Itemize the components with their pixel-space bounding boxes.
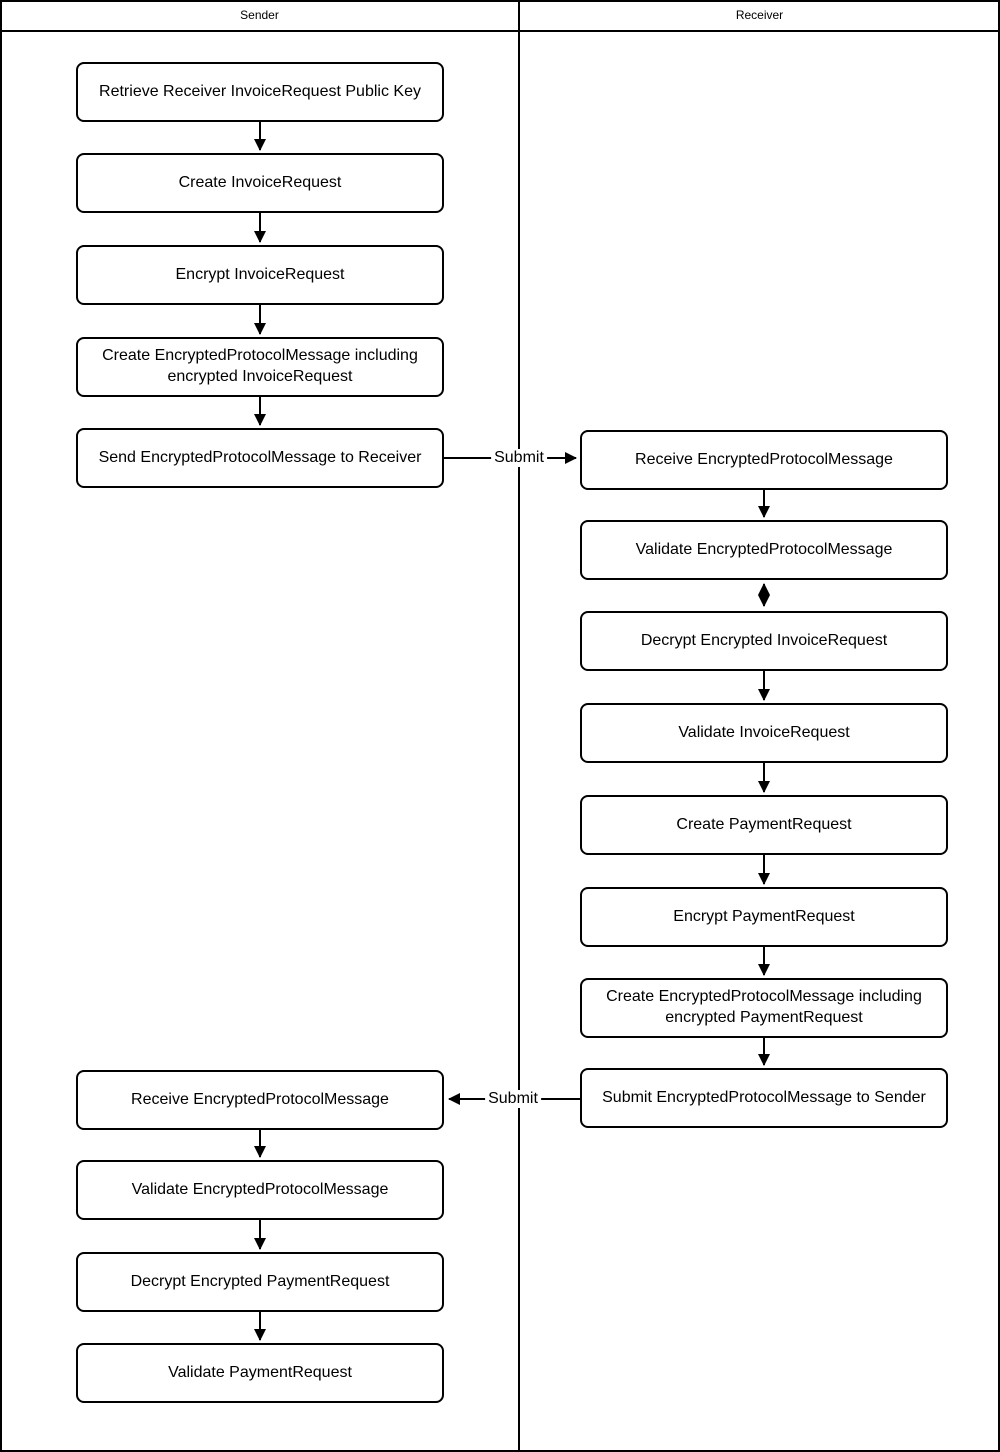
node-create-epm-including-paymentrequest: Create EncryptedProtocolMessage includin…: [580, 978, 948, 1038]
lane-header-sender: Sender: [240, 8, 279, 22]
lane-header-receiver: Receiver: [735, 8, 784, 22]
node-validate-paymentrequest: Validate PaymentRequest: [76, 1343, 444, 1403]
node-receive-epm-sender: Receive EncryptedProtocolMessage: [76, 1070, 444, 1130]
edge-label-submit-to-sender: Submit: [485, 1090, 541, 1108]
node-encrypt-paymentrequest: Encrypt PaymentRequest: [580, 887, 948, 947]
node-validate-epm-receiver: Validate EncryptedProtocolMessage: [580, 520, 948, 580]
node-decrypt-encrypted-invoicerequest: Decrypt Encrypted InvoiceRequest: [580, 611, 948, 671]
lane-header-separator: [0, 30, 1000, 32]
edge-label-submit-to-receiver: Submit: [491, 449, 547, 467]
node-receive-epm-receiver: Receive EncryptedProtocolMessage: [580, 430, 948, 490]
node-create-invoicerequest: Create InvoiceRequest: [76, 153, 444, 213]
node-decrypt-encrypted-paymentrequest: Decrypt Encrypted PaymentRequest: [76, 1252, 444, 1312]
node-validate-epm-sender: Validate EncryptedProtocolMessage: [76, 1160, 444, 1220]
node-encrypt-invoicerequest: Encrypt InvoiceRequest: [76, 245, 444, 305]
node-validate-invoicerequest: Validate InvoiceRequest: [580, 703, 948, 763]
node-submit-epm-to-sender: Submit EncryptedProtocolMessage to Sende…: [580, 1068, 948, 1128]
node-create-epm-including-invoicerequest: Create EncryptedProtocolMessage includin…: [76, 337, 444, 397]
lane-divider: [518, 0, 520, 1452]
node-retrieve-receiver-invoicerequest-public-key: Retrieve Receiver InvoiceRequest Public …: [76, 62, 444, 122]
node-send-epm-to-receiver: Send EncryptedProtocolMessage to Receive…: [76, 428, 444, 488]
node-create-paymentrequest: Create PaymentRequest: [580, 795, 948, 855]
